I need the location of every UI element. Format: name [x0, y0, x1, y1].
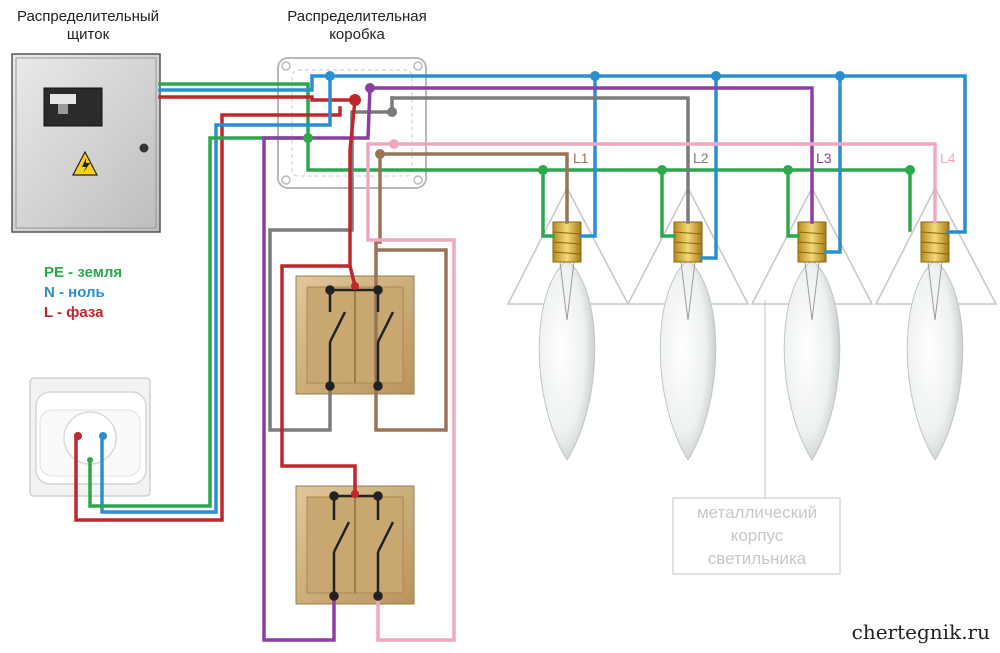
wire-brown-l1 [378, 152, 569, 224]
lamp-label-l3: L3 [816, 150, 832, 166]
wire-pink-l4 [392, 142, 937, 224]
lamp-label-l2: L2 [693, 150, 709, 166]
lamp-1 [506, 186, 630, 461]
watermark: chertegnik.ru [852, 620, 990, 644]
housing-note-line2: корпус [731, 526, 784, 545]
double-switch-upper [295, 275, 415, 395]
wire-pe-socket [88, 136, 310, 508]
lower-switch-input-dot [351, 490, 359, 498]
panel-lock [139, 143, 149, 153]
legend-pe: PE - земля [44, 264, 122, 281]
lamp-2 [626, 186, 750, 461]
wire-gray-l2 [390, 96, 690, 224]
double-switch-lower [295, 485, 415, 605]
wire-purple-l3 [368, 86, 814, 224]
box-title-line2: коробка [329, 26, 385, 43]
wire-pink-switch [366, 142, 456, 642]
wire-brown-switch [374, 152, 448, 432]
panel-title-line1: Распределительный [17, 8, 159, 25]
wire-pe-panel-box [158, 82, 912, 232]
wire-l-switch-upper [280, 98, 357, 496]
lamp-label-l1: L1 [573, 150, 589, 166]
wire-purple-switch [262, 86, 372, 642]
upper-switch-contacts [325, 285, 395, 391]
wire-gray-switch [268, 96, 394, 432]
wire-l-socket [74, 106, 342, 522]
wire-n-panel-box [158, 74, 967, 234]
wire-n-lamp3 [824, 74, 842, 254]
wire-n-lamp1 [579, 74, 597, 238]
upper-switch-input-dot [351, 282, 359, 290]
panel-title-line2: щиток [67, 26, 110, 43]
housing-note-line3: светильника [708, 549, 807, 568]
wire-n-socket [100, 74, 332, 514]
wire-pe-lamp2 [660, 168, 676, 238]
junction-dots [303, 71, 915, 175]
housing-note-frame [672, 497, 841, 575]
wall-socket [29, 377, 151, 497]
wire-n-lamp2 [700, 74, 718, 260]
housing-note-line1: металлический [697, 503, 817, 522]
box-title-line1: Распределительная [287, 8, 426, 25]
wire-pe-lamp3 [786, 168, 800, 238]
legend-n: N - ноль [44, 284, 105, 301]
circuit-breaker [43, 87, 103, 127]
wire-l-panel-box [158, 95, 357, 102]
lamp-3 [750, 186, 874, 461]
wire-pe-lamp1 [541, 168, 555, 238]
lamp-4 [874, 186, 998, 461]
legend-l: L - фаза [44, 304, 104, 321]
distribution-panel [11, 53, 161, 233]
lower-switch-contacts [329, 491, 395, 601]
lamp-label-l4: L4 [940, 150, 956, 166]
